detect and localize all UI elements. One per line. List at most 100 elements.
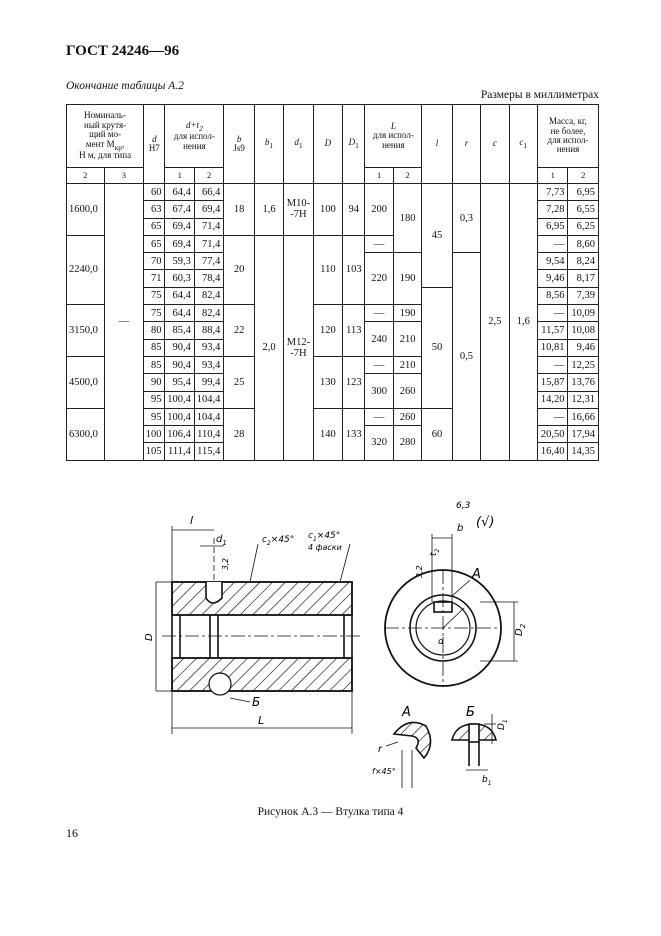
col-header-D1: D1 bbox=[342, 104, 366, 184]
surface-roughness-sign: (√) bbox=[476, 515, 494, 530]
L2-cell: 280 bbox=[392, 425, 423, 461]
table-row: 70 59,3 77,4 220 190 0,5 9,54 8,24 bbox=[67, 252, 599, 461]
dt2-1-cell: 90,4 bbox=[164, 355, 195, 375]
L1-cell: 200 bbox=[364, 183, 394, 236]
L1-cell: — bbox=[364, 234, 394, 254]
L2-cell: 210 bbox=[392, 355, 423, 375]
bushing-drawing: l d1 c2×45° c1×45° 4 фаски 3,2 D Б L 6,3… bbox=[144, 501, 527, 788]
dt2-2-cell: 93,4 bbox=[193, 355, 225, 375]
mass2-cell: 16,66 bbox=[567, 407, 599, 427]
mass1-cell: 14,20 bbox=[536, 390, 569, 409]
view-A-label: А bbox=[401, 705, 411, 720]
mass1-cell: 20,50 bbox=[536, 425, 569, 444]
r-cell: 0,5 bbox=[451, 252, 482, 461]
dt2-1-cell: 106,4 bbox=[164, 425, 195, 444]
r-label: r bbox=[378, 744, 383, 755]
col-header-c1: c1 bbox=[508, 104, 539, 184]
L2-cell: 190 bbox=[392, 304, 423, 323]
d-cell: 80 bbox=[143, 321, 166, 340]
d-cell: 75 bbox=[143, 304, 166, 323]
D1-cell: 123 bbox=[342, 355, 366, 409]
d-cell: 95 bbox=[143, 407, 166, 427]
mass2-cell: 6,25 bbox=[567, 217, 599, 236]
d-front-label: d bbox=[438, 637, 444, 647]
mass2-cell: 13,76 bbox=[567, 373, 599, 392]
c2-chamfer-label: c2×45° bbox=[262, 535, 294, 547]
mass2-cell: 8,60 bbox=[567, 234, 599, 254]
col-header-torque: Номиналь-ный крутя-щий мо-мент Mкр,Н м, … bbox=[65, 104, 145, 168]
col-header-c: c bbox=[480, 104, 510, 184]
d-cell: 75 bbox=[143, 286, 166, 306]
d-cell: 65 bbox=[143, 217, 166, 236]
dt2-1-cell: 67,4 bbox=[164, 200, 195, 219]
figure-caption: Рисунок А.3 — Втулка типа 4 bbox=[257, 806, 404, 818]
mass1-cell: 9,46 bbox=[536, 269, 569, 288]
L1-cell: — bbox=[364, 304, 394, 323]
mass2-cell: 9,46 bbox=[567, 338, 599, 357]
roughness-label: 3,2 bbox=[221, 558, 230, 570]
mass1-cell: 10,81 bbox=[536, 338, 569, 357]
D-cell: 100 bbox=[312, 183, 344, 236]
D-label: D bbox=[144, 633, 155, 641]
torque-type3-cell: — bbox=[103, 183, 145, 461]
c1-chamfer-label: c1×45° bbox=[308, 531, 340, 543]
L1-cell: — bbox=[364, 355, 394, 375]
sub-L-2: 2 bbox=[392, 167, 423, 184]
sub-dt2-1: 1 bbox=[164, 167, 195, 184]
section-view bbox=[155, 526, 362, 734]
d-cell: 85 bbox=[143, 338, 166, 357]
L2-cell: 260 bbox=[392, 407, 423, 427]
d1-cell: M10--7H bbox=[283, 183, 314, 236]
dt2-2-cell: 69,4 bbox=[193, 200, 225, 219]
sub-type2: 2 bbox=[66, 167, 105, 184]
mass1-cell: 11,57 bbox=[536, 321, 569, 340]
dt2-1-cell: 59,3 bbox=[164, 252, 195, 271]
c-cell: 2,5 bbox=[480, 183, 510, 461]
dt2-2-cell: 71,4 bbox=[193, 217, 225, 236]
l-cell: 60 bbox=[421, 407, 453, 461]
mass2-cell: 10,08 bbox=[567, 321, 599, 340]
dt2-1-cell: 111,4 bbox=[164, 442, 195, 461]
col-header-b1: b1 bbox=[253, 104, 285, 184]
l-cell: 50 bbox=[421, 286, 453, 409]
D1-cell: 94 bbox=[342, 183, 366, 236]
d-cell: 85 bbox=[143, 355, 166, 375]
dt2-1-cell: 100,4 bbox=[164, 407, 195, 427]
D-cell: 140 bbox=[312, 407, 344, 461]
torque-cell: 2240,0 bbox=[66, 234, 105, 306]
dt2-2-cell: 66,4 bbox=[193, 182, 225, 202]
dt2-1-cell: 69,4 bbox=[164, 234, 195, 254]
dt2-2-cell: 88,4 bbox=[193, 321, 225, 340]
mass1-cell: 6,95 bbox=[536, 217, 569, 236]
dt2-2-cell: 82,4 bbox=[193, 304, 225, 323]
table-row: 105 111,4 115,4 16,40 14,35 bbox=[67, 442, 599, 461]
mass1-cell: — bbox=[536, 304, 569, 323]
D-cell: 130 bbox=[312, 355, 344, 409]
col-header-D: D bbox=[312, 104, 344, 184]
L1-cell: — bbox=[364, 407, 394, 427]
torque-cell: 3150,0 bbox=[66, 304, 105, 357]
b-cell: 25 bbox=[223, 355, 255, 409]
table-row: 3150,0 75 64,4 82,4 22 120 113 — 190 — 1… bbox=[66, 304, 599, 357]
l-cell: 45 bbox=[421, 183, 453, 288]
sub-L-1: 1 bbox=[364, 167, 394, 184]
mass1-cell: — bbox=[536, 407, 569, 427]
f45-label: f×45° bbox=[372, 767, 396, 776]
d-cell: 90 bbox=[143, 373, 166, 392]
L2-cell: 190 bbox=[392, 252, 423, 306]
L1-cell: 220 bbox=[364, 252, 394, 306]
mass2-cell: 12,31 bbox=[567, 390, 599, 409]
view-B-label: Б bbox=[466, 705, 475, 720]
dt2-1-cell: 64,4 bbox=[164, 286, 195, 306]
l-label: l bbox=[190, 514, 193, 527]
d1-cell: M12--7H bbox=[283, 234, 314, 461]
table-row: 71 60,3 78,4 9,46 8,17 bbox=[67, 269, 599, 288]
detail-A bbox=[385, 721, 432, 788]
dt2-2-cell: 104,4 bbox=[193, 390, 225, 409]
dt2-2-cell: 82,4 bbox=[193, 286, 225, 306]
sub-mass-2: 2 bbox=[567, 167, 599, 184]
